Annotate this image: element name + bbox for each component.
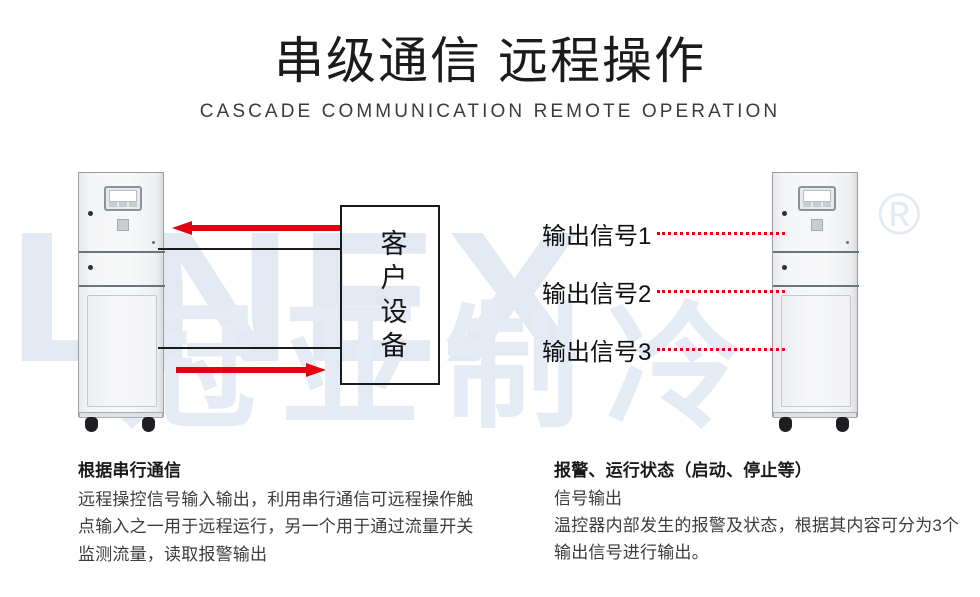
connector-line-top <box>158 248 342 250</box>
description-right-subtitle: 信号输出 <box>554 488 622 508</box>
output-signal-1: 输出信号1 <box>542 218 786 250</box>
chiller-body-left <box>78 172 165 417</box>
cabinet-seam-lower-left <box>79 285 165 287</box>
description-left-title: 根据串行通信 <box>78 461 182 480</box>
output-signal-3: 输出信号3 <box>542 334 786 366</box>
arrow-shaft-left <box>188 225 340 231</box>
panel-knob-upper-left <box>88 211 93 216</box>
caster-wheel-right-rear <box>836 417 849 432</box>
display-screen-icon-right <box>803 190 831 202</box>
display-screen-icon <box>109 190 137 202</box>
cabinet-base-right <box>773 412 857 418</box>
customer-equipment-box: 客户设备 <box>340 205 440 385</box>
output-signal-1-dotted-line <box>657 231 786 235</box>
connector-line-bottom <box>158 347 342 349</box>
output-signal-3-label: 输出信号3 <box>542 338 652 366</box>
page-title: 串级通信 远程操作 <box>274 33 706 89</box>
indicator-dot-left <box>152 241 155 244</box>
description-right-title: 报警、运行状态（启动、停止等） <box>554 461 812 480</box>
chiller-body-right <box>772 172 859 417</box>
cabinet-seam-upper-right <box>773 251 859 253</box>
signal-input-arrow-left <box>172 221 340 235</box>
cabinet-door-left <box>87 295 157 407</box>
display-keys-icon <box>109 202 137 207</box>
page-subtitle: CASCADE COMMUNICATION REMOTE OPERATION <box>199 101 781 122</box>
caster-wheel-left-front <box>85 417 98 432</box>
control-display-left <box>104 186 142 211</box>
description-block-right: 报警、运行状态（启动、停止等） 信号输出 温控器内部发生的报警及状态，根据其内容… <box>554 458 964 567</box>
cabinet-door-right <box>781 295 851 407</box>
output-signal-2: 输出信号2 <box>542 276 786 308</box>
cabinet-seam-lower-right <box>773 285 859 287</box>
chiller-unit-right <box>772 172 859 432</box>
panel-knob-upper-right <box>782 211 787 216</box>
control-display-right <box>798 186 836 211</box>
arrow-shaft-right <box>176 367 310 373</box>
caster-wheel-right-front <box>779 417 792 432</box>
brand-badge-icon-right <box>811 219 823 231</box>
description-block-left: 根据串行通信 远程操控信号输入输出，利用串行通信可远程操作触点输入之一用于远程运… <box>78 458 488 568</box>
panel-knob-lower-left <box>88 265 93 270</box>
customer-equipment-label: 客户设备 <box>376 229 407 365</box>
output-signal-2-dotted-line <box>657 289 786 293</box>
output-signal-2-label: 输出信号2 <box>542 280 652 308</box>
output-signal-3-dotted-line <box>657 347 786 351</box>
brand-badge-icon-left <box>117 219 129 231</box>
arrow-head-left-icon <box>172 221 192 235</box>
cabinet-base-left <box>79 412 163 418</box>
display-keys-icon-right <box>803 202 831 207</box>
description-left-body: 远程操控信号输入输出，利用串行通信可远程操作触点输入之一用于远程运行，另一个用于… <box>78 489 474 564</box>
indicator-dot-right <box>846 241 849 244</box>
signal-output-arrow-right <box>176 363 326 377</box>
chiller-unit-left <box>78 172 165 432</box>
description-right-body: 温控器内部发生的报警及状态，根据其内容可分为3个输出信号进行输出。 <box>554 515 960 563</box>
output-signal-1-label: 输出信号1 <box>542 222 652 250</box>
arrow-head-right-icon <box>306 363 326 377</box>
cabinet-seam-upper-left <box>79 251 165 253</box>
caster-wheel-left-rear <box>142 417 155 432</box>
panel-knob-lower-right <box>782 265 787 270</box>
